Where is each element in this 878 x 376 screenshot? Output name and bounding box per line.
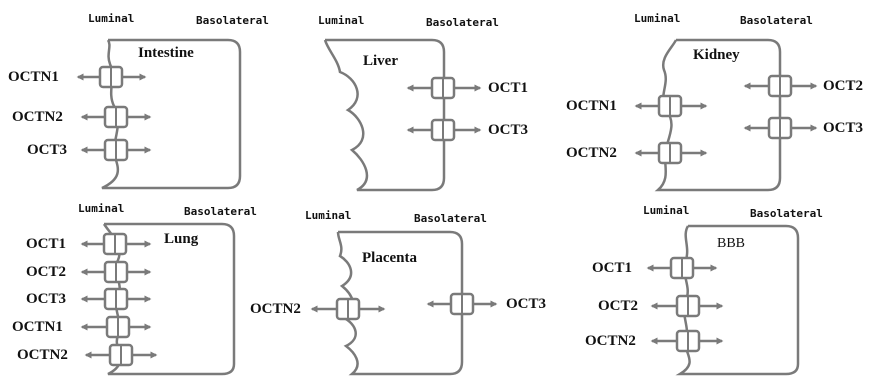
organ-title-lung: Lung xyxy=(164,232,198,247)
basolateral-label: Basolateral xyxy=(750,208,823,219)
transporter-label: OCT1 xyxy=(26,237,66,252)
luminal-label: Luminal xyxy=(88,13,134,24)
transporter-label: OCT3 xyxy=(506,297,546,312)
transporter-label: OCT3 xyxy=(26,292,66,307)
transporter-label: OCTN1 xyxy=(566,99,617,114)
transporter-label: OCTN2 xyxy=(12,110,63,125)
basolateral-label: Basolateral xyxy=(740,15,813,26)
organ-title-kidney: Kidney xyxy=(693,48,740,63)
luminal-label: Luminal xyxy=(634,13,680,24)
transporter-label: OCTN2 xyxy=(566,146,617,161)
basolateral-label: Basolateral xyxy=(196,15,269,26)
transporter-label: OCTN2 xyxy=(17,348,68,363)
transporter-label: OCT3 xyxy=(823,121,863,136)
transporter-label: OCTN1 xyxy=(8,70,59,85)
organ-title-placenta: Placenta xyxy=(362,251,417,266)
transporter-label: OCT3 xyxy=(27,143,67,158)
transporter-label: OCTN2 xyxy=(585,334,636,349)
organ-title-bbb: BBB xyxy=(717,237,745,251)
transporter-label: OCTN1 xyxy=(12,320,63,335)
organ-title-liver: Liver xyxy=(363,54,398,69)
basolateral-label: Basolateral xyxy=(184,206,257,217)
basolateral-label: Basolateral xyxy=(414,213,487,224)
transporter-label: OCT1 xyxy=(592,261,632,276)
transporter-label: OCT2 xyxy=(598,299,638,314)
luminal-label: Luminal xyxy=(305,210,351,221)
transporter-label: OCT1 xyxy=(488,81,528,96)
basolateral-label: Basolateral xyxy=(426,17,499,28)
luminal-label: Luminal xyxy=(643,205,689,216)
luminal-label: Luminal xyxy=(318,15,364,26)
luminal-label: Luminal xyxy=(78,203,124,214)
transporter-label: OCTN2 xyxy=(250,302,301,317)
transporter-label: OCT3 xyxy=(488,123,528,138)
transporter-label: OCT2 xyxy=(823,79,863,94)
organ-title-intestine: Intestine xyxy=(138,46,194,61)
transporter-label: OCT2 xyxy=(26,265,66,280)
